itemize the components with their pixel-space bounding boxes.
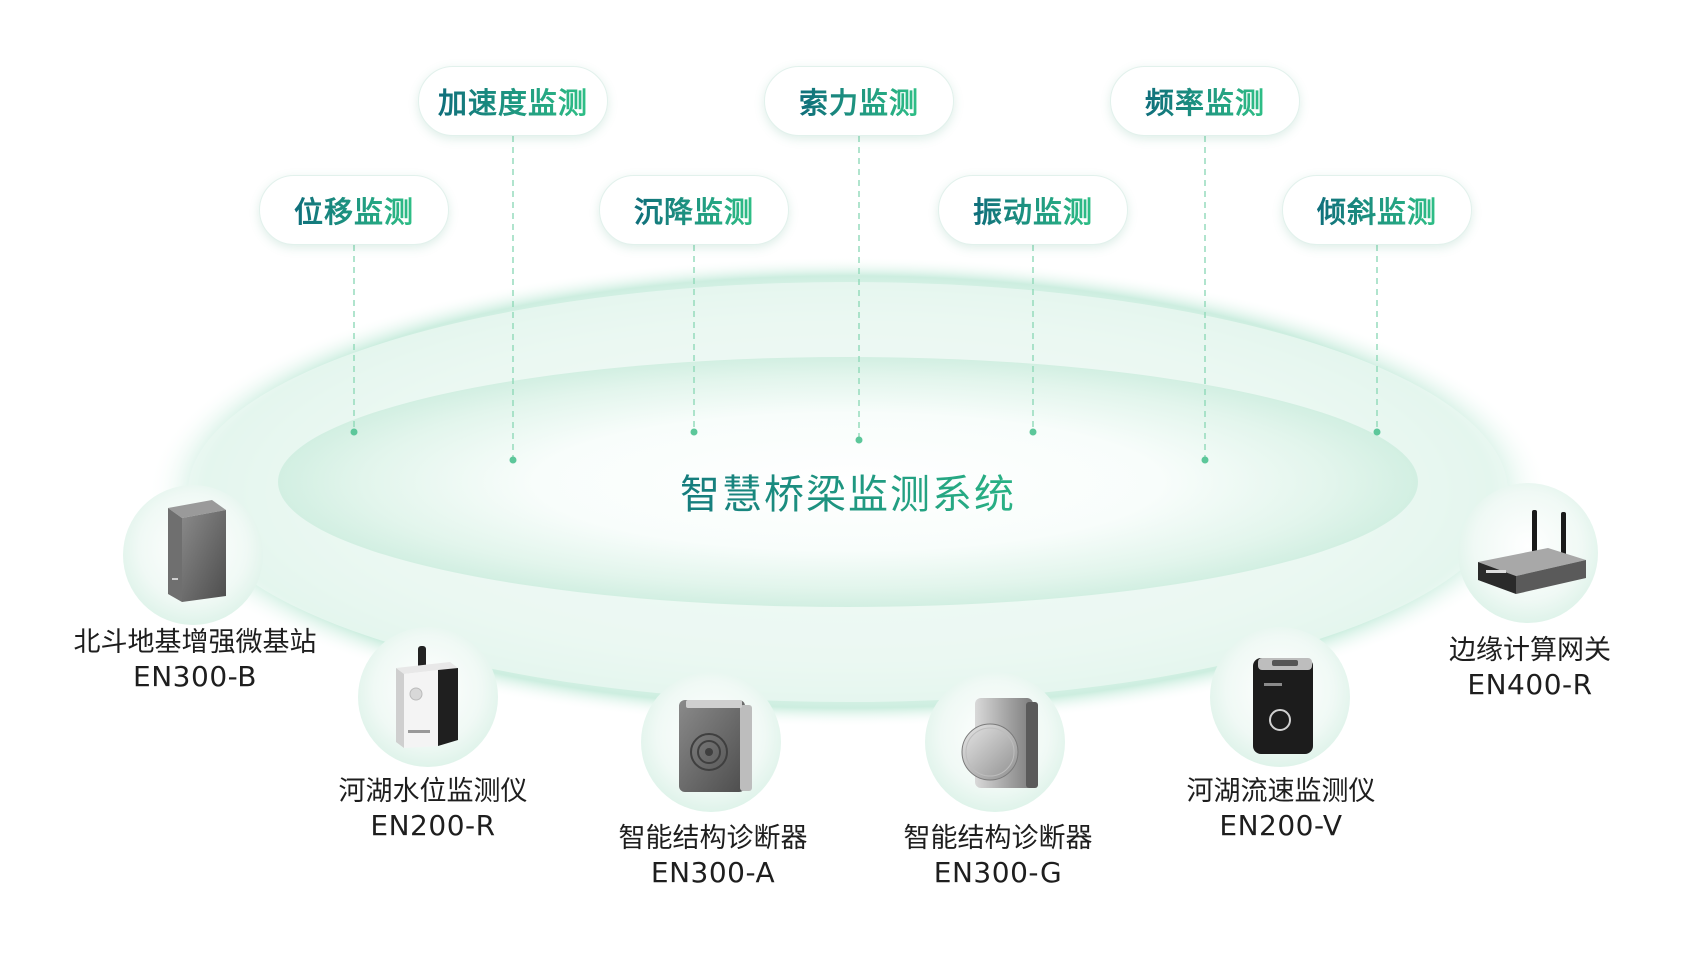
connector-dot [509, 456, 517, 464]
system-title: 智慧桥梁监测系统 [598, 462, 1098, 520]
connector-dot [350, 428, 358, 436]
device-caption-flow: 河湖流速监测仪 EN200-V [1121, 775, 1441, 843]
monitor-pill-label: 加速度监测 [438, 80, 588, 122]
monitor-pill-label: 索力监测 [799, 80, 919, 122]
inner-disc [278, 357, 1418, 607]
monitor-pill-vibration: 振动监测 [938, 175, 1128, 245]
monitor-pill-label: 振动监测 [973, 189, 1093, 231]
connector-dot [1029, 428, 1037, 436]
monitor-pill-displacement: 位移监测 [259, 175, 449, 245]
device-caption-diagnoser-a: 智能结构诊断器 EN300-A [553, 822, 873, 890]
device-name: 智能结构诊断器 [903, 823, 1093, 854]
device-model: EN200-V [1219, 809, 1343, 842]
flow-velocity-meter-icon [1253, 658, 1313, 754]
monitor-pill-settlement: 沉降监测 [599, 175, 789, 245]
edge-gateway-icon [1478, 510, 1586, 594]
monitor-pill-label: 倾斜监测 [1317, 189, 1437, 231]
connector-dot [1373, 428, 1381, 436]
gnss-base-station-icon [168, 500, 226, 602]
connector-dot [1201, 456, 1209, 464]
device-name: 边缘计算网关 [1449, 635, 1611, 666]
device-model: EN400-R [1467, 668, 1593, 701]
device-model: EN300-B [133, 660, 257, 693]
structure-diagnoser-g-icon [961, 698, 1038, 788]
monitor-pill-label: 位移监测 [294, 189, 414, 231]
connector-dot [855, 436, 863, 444]
device-name: 智能结构诊断器 [618, 823, 808, 854]
monitor-pill-label: 沉降监测 [634, 189, 754, 231]
device-caption-gateway: 边缘计算网关 EN400-R [1370, 634, 1690, 702]
device-caption-gnss: 北斗地基增强微基站 EN300-B [35, 626, 355, 694]
device-name: 河湖水位监测仪 [338, 776, 528, 807]
device-model: EN300-A [650, 856, 776, 889]
connector-dot [690, 428, 698, 436]
device-name: 河湖流速监测仪 [1186, 776, 1376, 807]
device-caption-diagnoser-g: 智能结构诊断器 EN300-G [838, 822, 1158, 890]
monitor-pill-acceleration: 加速度监测 [418, 66, 608, 136]
device-model: EN200-R [370, 809, 496, 842]
device-model: EN300-G [933, 856, 1063, 889]
device-caption-water-level: 河湖水位监测仪 EN200-R [273, 775, 593, 843]
device-name: 北斗地基增强微基站 [73, 627, 317, 658]
monitor-pill-cable-force: 索力监测 [764, 66, 954, 136]
monitor-pill-tilt: 倾斜监测 [1282, 175, 1472, 245]
structure-diagnoser-a-icon [679, 700, 752, 792]
water-level-meter-icon [396, 646, 458, 748]
monitor-pill-label: 频率监测 [1145, 80, 1265, 122]
monitor-pill-frequency: 频率监测 [1110, 66, 1300, 136]
